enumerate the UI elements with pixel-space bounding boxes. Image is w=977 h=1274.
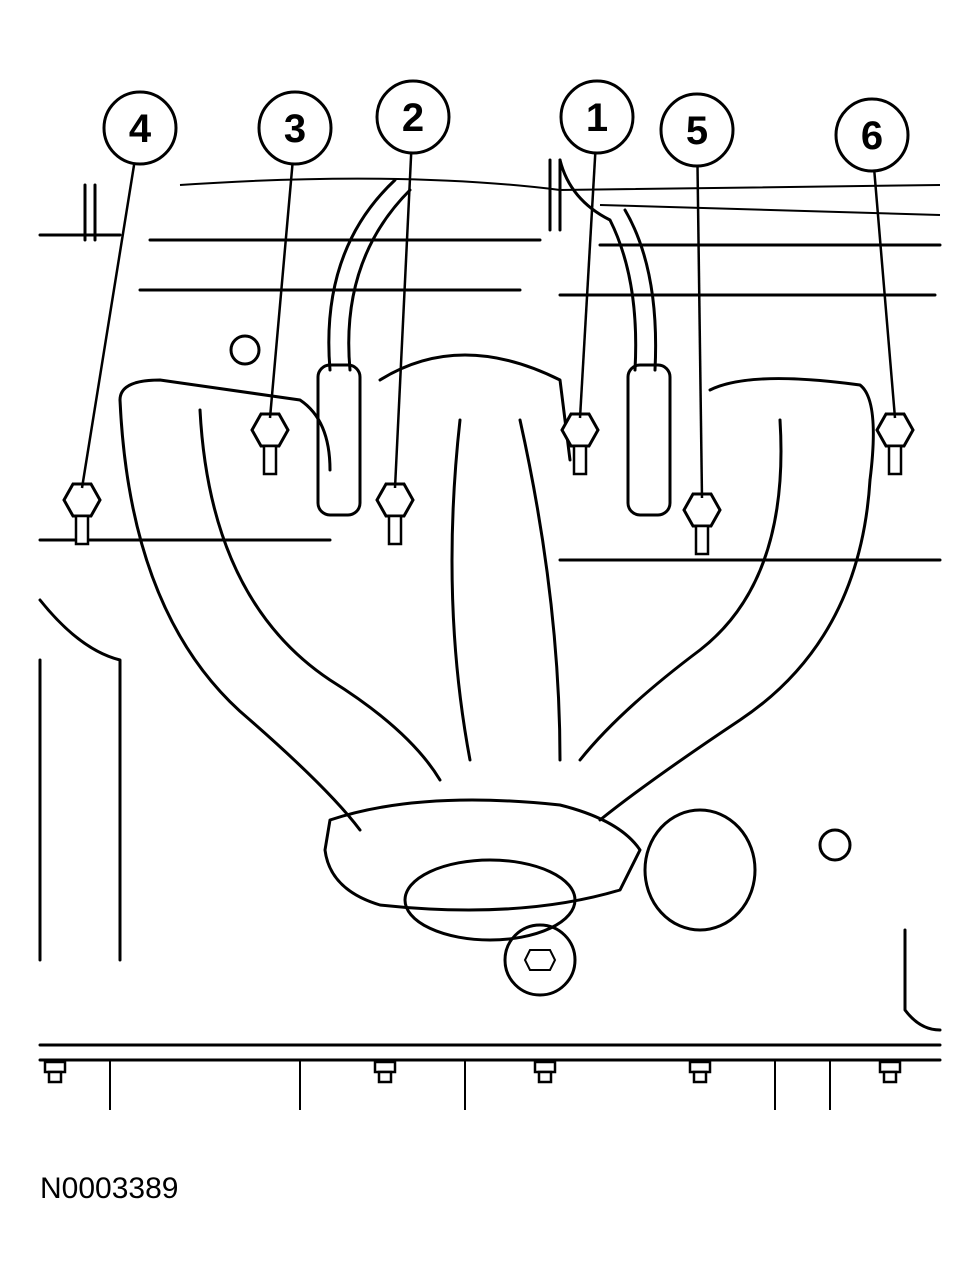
pan-bolt bbox=[878, 1060, 902, 1084]
pan-bolt bbox=[688, 1060, 712, 1084]
manifold-runners bbox=[118, 334, 875, 997]
leader-line bbox=[268, 163, 294, 419]
pan-bolt bbox=[533, 1060, 557, 1084]
callout-label: 4 bbox=[129, 107, 152, 151]
spark-plug-wires bbox=[83, 158, 672, 517]
bolt-2 bbox=[375, 482, 415, 546]
callout-4: 4 bbox=[80, 90, 178, 489]
pan-bolt bbox=[43, 1060, 67, 1084]
callout-circle bbox=[375, 79, 451, 155]
leader-line bbox=[578, 152, 597, 419]
callout-label: 3 bbox=[284, 107, 306, 151]
callout-label: 1 bbox=[586, 96, 608, 140]
callouts: 4 3 2 1 5 6 bbox=[80, 79, 910, 499]
callout-circle bbox=[102, 90, 178, 166]
callout-circle bbox=[834, 97, 910, 173]
callout-3: 3 bbox=[257, 90, 333, 419]
callout-circle bbox=[659, 92, 735, 168]
callout-5: 5 bbox=[659, 92, 735, 499]
bolt-5 bbox=[682, 492, 722, 556]
bolt-3 bbox=[250, 412, 290, 476]
manifold-bolts bbox=[43, 412, 915, 1084]
callout-label: 5 bbox=[686, 109, 708, 153]
callout-circle bbox=[257, 90, 333, 166]
leader-line bbox=[696, 165, 704, 499]
callout-6: 6 bbox=[834, 97, 910, 419]
leader-line bbox=[393, 152, 413, 489]
reference-number: N0003389 bbox=[40, 1172, 179, 1205]
leader-line bbox=[80, 163, 136, 489]
callout-2: 2 bbox=[375, 79, 451, 489]
callout-label: 6 bbox=[861, 114, 883, 158]
bolt-4 bbox=[62, 482, 102, 546]
callout-circle bbox=[559, 79, 635, 155]
bolt-6 bbox=[875, 412, 915, 476]
callout-1: 1 bbox=[559, 79, 635, 419]
bolt-1 bbox=[560, 412, 600, 476]
pan-bolt bbox=[373, 1060, 397, 1084]
leader-line bbox=[873, 170, 897, 419]
engine-block-outline bbox=[38, 177, 942, 1110]
callout-label: 2 bbox=[402, 96, 424, 140]
